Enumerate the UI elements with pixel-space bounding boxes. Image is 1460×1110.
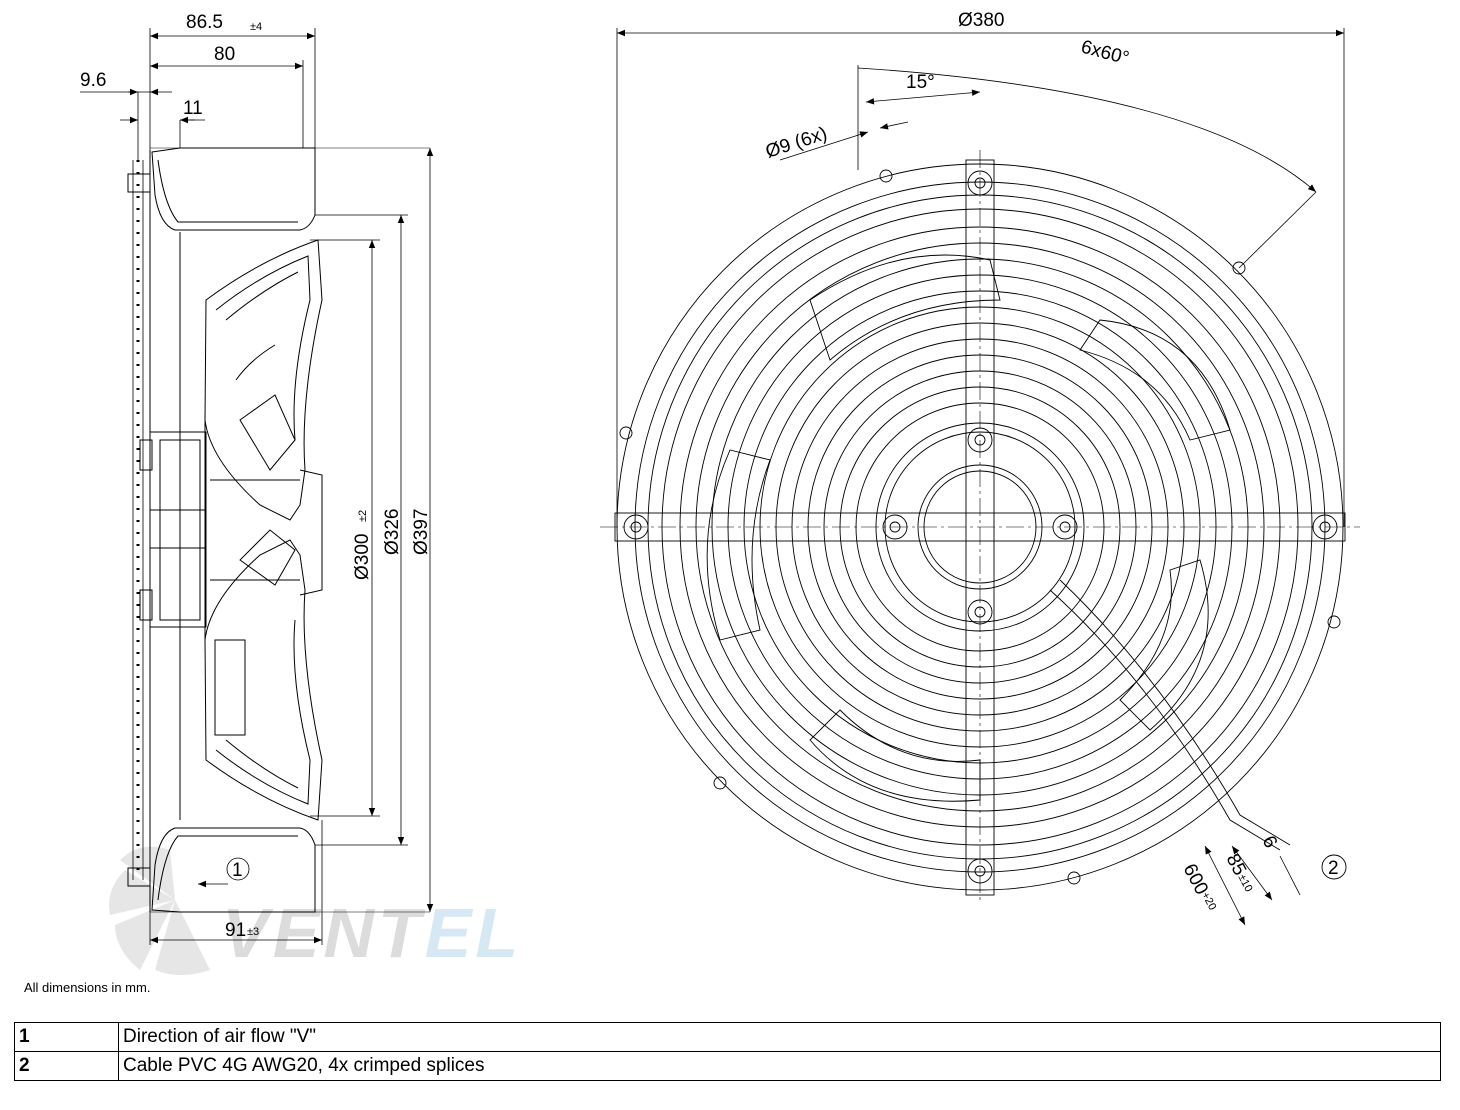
dim-angle-15: 15° [906, 72, 935, 93]
logo-text-vent: VENT [222, 894, 425, 972]
dim-dia-326: Ø326 [382, 509, 403, 555]
legend-table: 1 Direction of air flow "V" 2 Cable PVC … [14, 1022, 1441, 1081]
dim-dia-397: Ø397 [411, 509, 432, 555]
front-dimensions [616, 28, 1345, 926]
units-note: All dimensions in mm. [24, 980, 151, 995]
dim-overall-depth: 86.5 [186, 12, 223, 33]
dim-depth-80: 80 [214, 44, 235, 65]
legend-number: 2 [14, 1051, 119, 1081]
dim-flange-11: 11 [183, 98, 203, 119]
side-dimension-labels: 86.5 ±4 80 9.6 11 91 ±3 1 Ø300 ±2 Ø326 Ø… [80, 12, 432, 941]
side-view [127, 147, 430, 913]
dim-cable-85-tol: ±10 [1235, 872, 1254, 894]
dim-cable-600-tol: +20 [1199, 890, 1218, 912]
dim-holes-pattern: 6x60° [1079, 37, 1132, 70]
dim-dia-300-tol: ±2 [357, 510, 369, 522]
legend-text: Cable PVC 4G AWG20, 4x crimped splices [118, 1051, 1441, 1081]
front-view [600, 150, 1360, 900]
callout-1: 1 [232, 860, 243, 881]
dim-bottom-depth: 91 [225, 920, 246, 941]
logo-watermark: VENTEL [222, 893, 522, 973]
callout-2: 2 [1328, 858, 1339, 879]
side-dimensions [80, 28, 434, 945]
dim-offset-9-6: 9.6 [80, 70, 106, 91]
legend-text: Direction of air flow "V" [118, 1022, 1441, 1052]
dim-overall-depth-tol: ±4 [250, 21, 262, 33]
dim-dia-380: Ø380 [958, 10, 1004, 31]
dim-holes: Ø9 (6x) [763, 123, 830, 163]
dim-bottom-depth-tol: ±3 [247, 926, 259, 938]
legend-number: 1 [14, 1022, 119, 1052]
dim-dia-300: Ø300 [352, 534, 373, 580]
legend-row: 1 Direction of air flow "V" [14, 1022, 1441, 1052]
legend-row: 2 Cable PVC 4G AWG20, 4x crimped splices [14, 1051, 1441, 1081]
logo-text-el: EL [424, 894, 523, 972]
